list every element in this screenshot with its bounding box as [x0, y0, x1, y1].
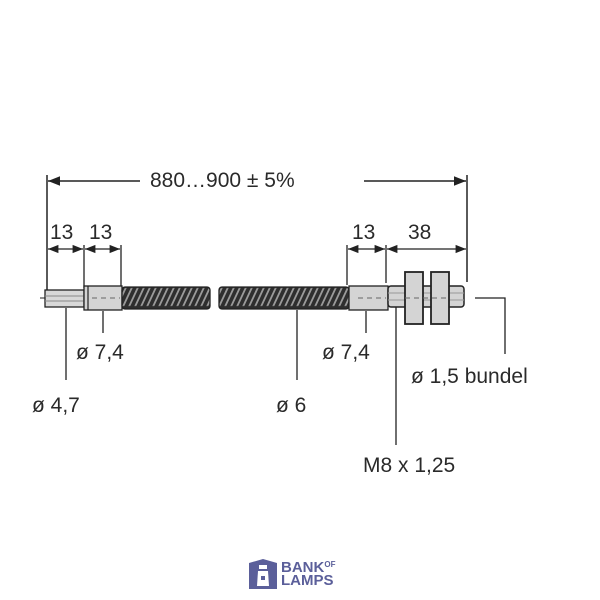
bundle-diameter-label: ø 1,5 bundel: [411, 365, 528, 388]
connector-length-label: 38: [408, 221, 432, 244]
right-ferrule-diameter-label: ø 7,4: [322, 341, 370, 364]
left-tip-diameter-label: ø 4,7: [32, 394, 80, 417]
logo-line1: BANK: [281, 558, 325, 576]
left-ferrule: [83, 285, 123, 311]
leader-lines: [65, 297, 506, 445]
overall-dimension: [46, 175, 468, 290]
overall-length-label: 880…900 ± 5%: [144, 170, 301, 191]
left-sub-dimensions: [48, 244, 122, 288]
braided-hose: [121, 286, 350, 310]
logo-of: OF: [324, 559, 336, 569]
left-ferrule-diameter-label: ø 7,4: [76, 341, 124, 364]
right-ferrule-length-label: 13: [352, 221, 376, 244]
right-ferrule: [348, 285, 389, 311]
left-tip-length-label: 13: [50, 221, 74, 244]
hose-diameter-label: ø 6: [276, 394, 307, 417]
m8-connector: [387, 271, 465, 325]
lighthouse-icon: [249, 559, 277, 589]
thread-label: M8 x 1,25: [363, 454, 456, 477]
logo-line2: LAMPS: [281, 572, 334, 589]
left-tip: [40, 289, 85, 308]
left-ferrule-length-label: 13: [89, 221, 113, 244]
bank-of-lamps-logo: BANKOF LAMPS: [249, 559, 335, 589]
right-sub-dimensions: [346, 244, 466, 285]
